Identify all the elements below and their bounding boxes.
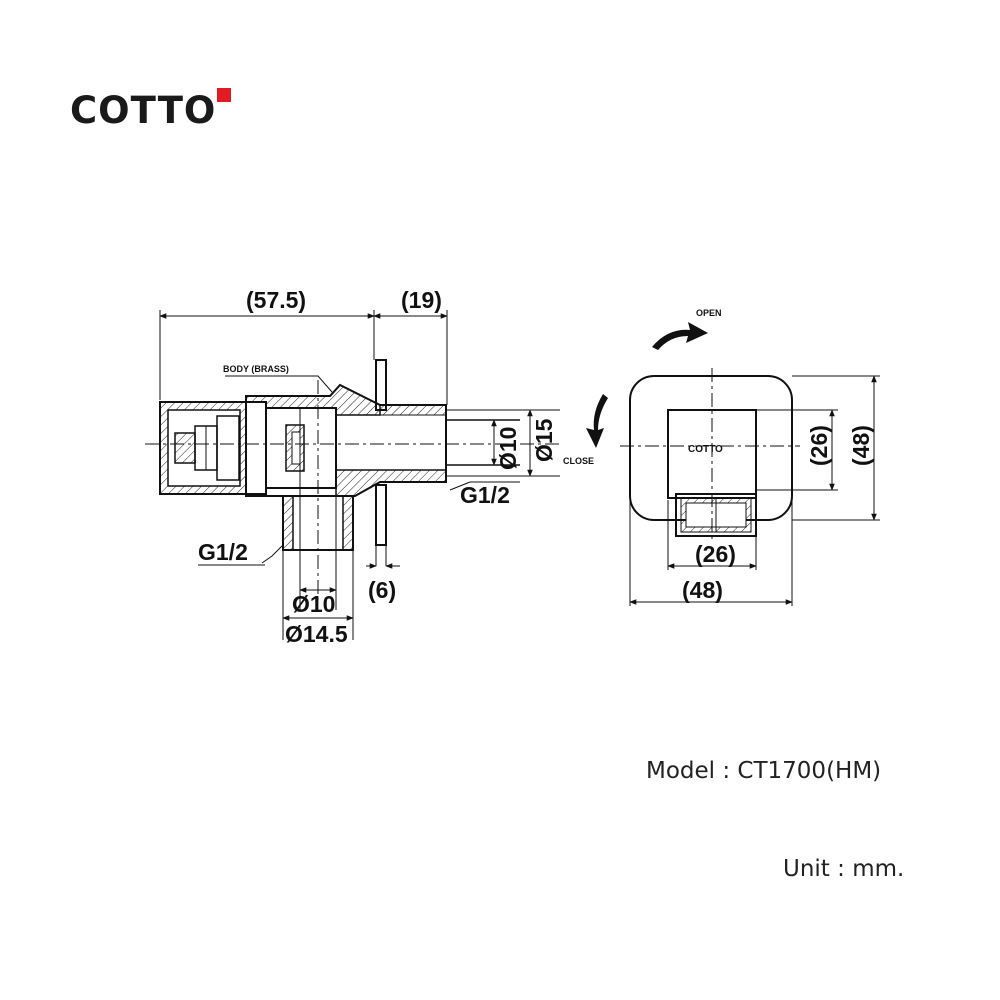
brand-name: COTTO <box>70 89 217 132</box>
body-material-label: BODY (BRASS) <box>223 364 289 374</box>
front-view <box>586 322 880 606</box>
close-arrow-icon <box>586 394 608 448</box>
model-label: Model : CT1700(HM) <box>646 758 882 784</box>
dim-inner-width: (26) <box>695 541 736 567</box>
dim-inner-dia-bottom: Ø10 <box>292 591 335 617</box>
side-view <box>145 310 560 640</box>
brand-logo: COTTO <box>70 88 231 132</box>
open-label: OPEN <box>696 308 722 318</box>
dim-inner-dia-top: Ø10 <box>495 427 521 470</box>
dim-outer-width: (48) <box>682 577 723 603</box>
dim-thread-inlet: G1/2 <box>198 539 248 565</box>
dim-outer-height: (48) <box>848 425 874 466</box>
dim-thread-outlet: G1/2 <box>460 482 510 508</box>
dim-body-length: (57.5) <box>246 287 306 313</box>
unit-label: Unit : mm. <box>783 856 905 882</box>
dim-outer-dia-bottom: Ø14.5 <box>285 621 348 647</box>
close-label: CLOSE <box>563 456 594 466</box>
open-arrow-icon <box>652 322 708 350</box>
dim-inner-height: (26) <box>806 425 832 466</box>
brand-mark-icon <box>217 88 231 102</box>
dim-outlet-length: (19) <box>401 287 442 313</box>
dim-flange-thickness: (6) <box>368 577 396 603</box>
handle-logo-text: COTTO <box>688 444 723 455</box>
dim-outer-dia-top: Ø15 <box>531 418 557 462</box>
